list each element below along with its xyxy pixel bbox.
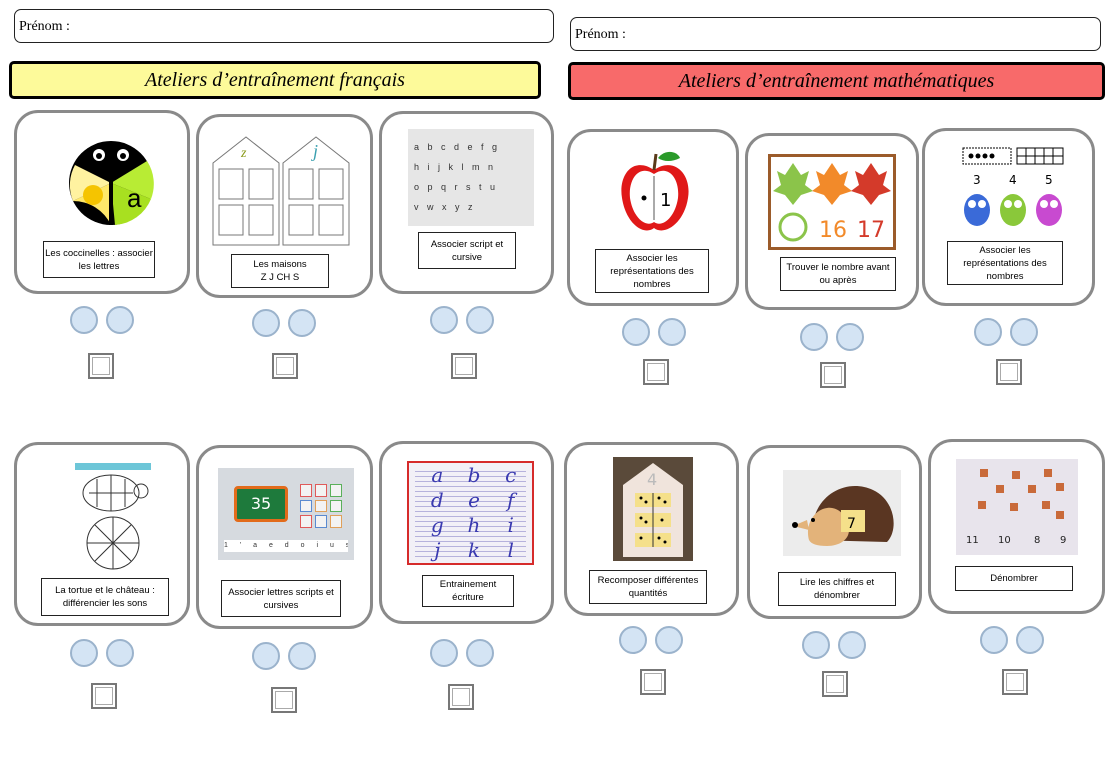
svg-text:9: 9 [1060, 535, 1066, 546]
progress-circle[interactable] [802, 631, 830, 659]
atelier-card[interactable]: 7 Lire les chiffres et dénombrer [747, 445, 922, 619]
tablet-letters-icon: 35 1 ' a e d o i u s [218, 468, 354, 560]
turtle-icon [75, 463, 151, 571]
progress-circle[interactable] [70, 306, 98, 334]
progress-circle[interactable] [288, 309, 316, 337]
dice-house-icon: 4 [613, 457, 693, 561]
svg-text:5: 5 [1045, 173, 1053, 187]
atelier-caption: Dénombrer [955, 566, 1073, 591]
svg-text:16: 16 [819, 218, 847, 243]
prenom-field-left[interactable]: Prénom : [14, 9, 554, 43]
svg-text:4: 4 [647, 470, 657, 489]
progress-circle[interactable] [800, 323, 828, 351]
progress-circle[interactable] [974, 318, 1002, 346]
atelier-caption: Associer lettres scripts et cursives [221, 580, 341, 617]
atelier-caption: Les coccinelles : associer les lettres [43, 241, 155, 278]
owls-icon: 3 4 5 [959, 146, 1067, 234]
banner-mathematiques: Ateliers d’entraînement mathématiques [568, 62, 1105, 100]
banner-title: Ateliers d’entraînement français [145, 69, 405, 91]
atelier-card[interactable]: 16 17 Trouver le nombre avant ou après [745, 133, 919, 310]
progress-circle[interactable] [980, 626, 1008, 654]
atelier-card[interactable]: 11 10 8 9 Dénombrer [928, 439, 1105, 614]
svg-text:4: 4 [1009, 173, 1017, 187]
atelier-card[interactable]: a b c d e f g h i j k l m n o p q r s t … [379, 111, 554, 294]
ladybug-letter: a [127, 183, 142, 213]
done-checkbox[interactable] [271, 687, 297, 713]
progress-circle[interactable] [622, 318, 650, 346]
done-checkbox[interactable] [272, 353, 298, 379]
progress-circle[interactable] [252, 642, 280, 670]
done-checkbox[interactable] [88, 353, 114, 379]
progress-circle[interactable] [619, 626, 647, 654]
banner-francais: Ateliers d’entraînement français [9, 61, 541, 99]
houses-icon: z j [211, 133, 351, 247]
apple-icon: 1 [618, 148, 692, 238]
banner-title: Ateliers d’entraînement mathématiques [678, 70, 995, 92]
progress-circle[interactable] [655, 626, 683, 654]
svg-text:10: 10 [998, 535, 1011, 546]
atelier-card[interactable]: z j Les maisons Z J CH S [196, 114, 373, 298]
counting-photo-icon: 11 10 8 9 [956, 459, 1078, 555]
done-checkbox[interactable] [820, 362, 846, 388]
atelier-card[interactable]: 35 1 ' a e d o i u s Associer lettres sc… [196, 445, 373, 629]
atelier-card[interactable]: 1 Associer les représentations des nombr… [567, 129, 739, 306]
atelier-caption: Associer les représentations des nombres [595, 249, 709, 293]
progress-circle[interactable] [106, 306, 134, 334]
svg-text:8: 8 [1034, 535, 1040, 546]
done-checkbox[interactable] [822, 671, 848, 697]
hedgehog-icon: 7 [783, 470, 901, 556]
svg-text:3: 3 [973, 173, 981, 187]
progress-circle[interactable] [106, 639, 134, 667]
prenom-field-right[interactable]: Prénom : [570, 17, 1101, 51]
progress-circle[interactable] [1016, 626, 1044, 654]
svg-text:1: 1 [660, 190, 671, 211]
atelier-card[interactable]: 4 Recomposer différentes quantités [564, 442, 739, 616]
progress-circle[interactable] [658, 318, 686, 346]
svg-text:z: z [240, 146, 247, 161]
atelier-card[interactable]: La tortue et le château : différencier l… [14, 442, 190, 626]
progress-circle[interactable] [466, 639, 494, 667]
progress-circle[interactable] [838, 631, 866, 659]
done-checkbox[interactable] [1002, 669, 1028, 695]
done-checkbox[interactable] [640, 669, 666, 695]
atelier-caption: Recomposer différentes quantités [589, 570, 707, 604]
atelier-caption: Associer les représentations des nombres [947, 241, 1063, 285]
atelier-caption: Lire les chiffres et dénombrer [778, 572, 896, 606]
leaves-icon: 16 17 [768, 154, 896, 250]
atelier-caption: Entrainement écriture [422, 575, 514, 607]
done-checkbox[interactable] [996, 359, 1022, 385]
atelier-card[interactable]: 3 4 5 Associer les représentations des n… [922, 128, 1095, 306]
progress-circle[interactable] [1010, 318, 1038, 346]
done-checkbox[interactable] [643, 359, 669, 385]
atelier-card[interactable]: a Les coccinelles : associer les lettres [14, 110, 190, 294]
prenom-label: Prénom : [19, 19, 70, 34]
progress-circle[interactable] [430, 306, 458, 334]
progress-circle[interactable] [430, 639, 458, 667]
svg-text:7: 7 [847, 516, 856, 532]
svg-text:17: 17 [857, 218, 885, 243]
done-checkbox[interactable] [91, 683, 117, 709]
svg-text:j: j [311, 141, 318, 161]
progress-circle[interactable] [252, 309, 280, 337]
done-checkbox[interactable] [451, 353, 477, 379]
progress-circle[interactable] [836, 323, 864, 351]
ladybug-icon: a [65, 135, 157, 225]
atelier-caption: Trouver le nombre avant ou après [780, 257, 896, 291]
done-checkbox[interactable] [448, 684, 474, 710]
progress-circle[interactable] [70, 639, 98, 667]
progress-circle[interactable] [466, 306, 494, 334]
prenom-label: Prénom : [575, 27, 626, 42]
atelier-caption: Les maisons Z J CH S [231, 254, 329, 288]
alphabet-photo-icon: a b c d e f g h i j k l m n o p q r s t … [408, 129, 534, 226]
atelier-caption: Associer script et cursive [418, 232, 516, 269]
svg-text:11: 11 [966, 535, 979, 546]
progress-circle[interactable] [288, 642, 316, 670]
atelier-caption: La tortue et le château : différencier l… [41, 578, 169, 616]
